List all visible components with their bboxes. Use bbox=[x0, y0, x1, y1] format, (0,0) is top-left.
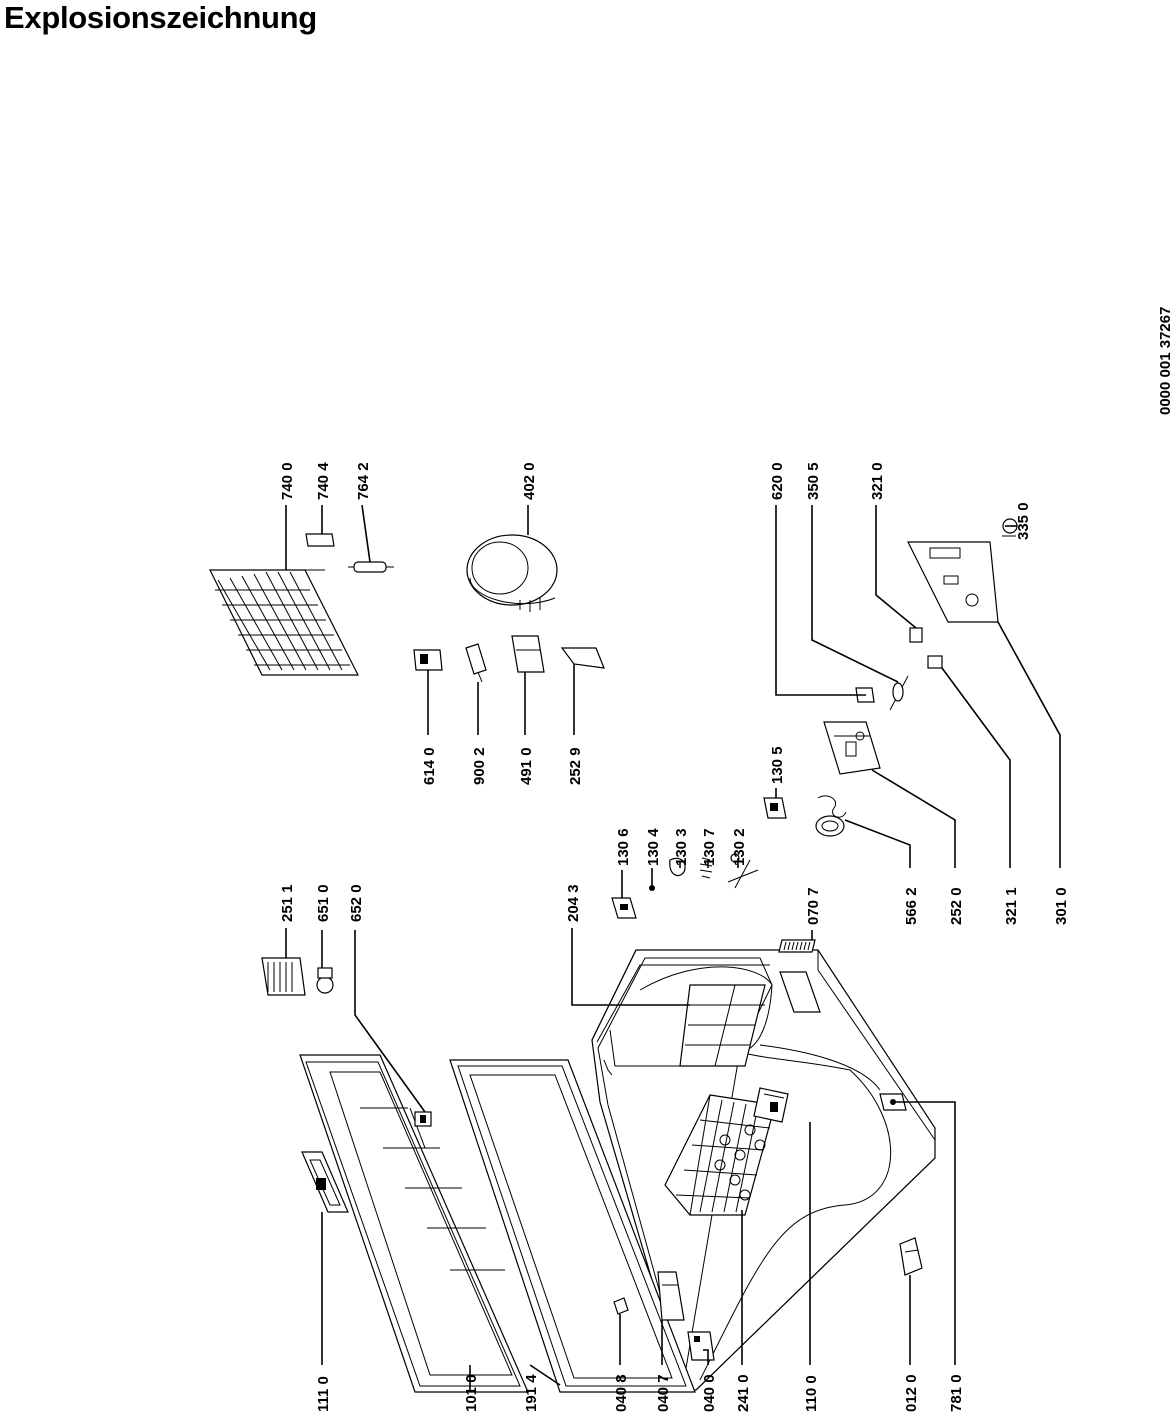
part-2529 bbox=[560, 647, 605, 669]
callout-7642: 764 2 bbox=[355, 462, 372, 500]
callout-0407: 040 7 bbox=[655, 1374, 672, 1412]
part-7810 bbox=[879, 1093, 907, 1111]
callout-2511: 251 1 bbox=[279, 884, 296, 922]
callout-2043: 204 3 bbox=[565, 884, 582, 922]
page-title: Explosionszeichnung bbox=[4, 0, 317, 35]
part-7404 bbox=[305, 533, 335, 547]
callout-2529: 252 9 bbox=[567, 747, 584, 785]
callout-1305: 130 5 bbox=[769, 746, 786, 784]
part-3211 bbox=[927, 655, 943, 669]
lid bbox=[299, 1054, 529, 1393]
callout-0120: 012 0 bbox=[903, 1374, 920, 1412]
part-0400 bbox=[687, 1331, 715, 1361]
callout-3210: 321 0 bbox=[869, 462, 886, 500]
callout-2520: 252 0 bbox=[948, 887, 965, 925]
callout-3505: 350 5 bbox=[805, 462, 822, 500]
callout-1010: 101 0 bbox=[463, 1374, 480, 1412]
callout-1100: 110 0 bbox=[803, 1375, 820, 1412]
callout-7400: 740 0 bbox=[279, 462, 296, 500]
part-3210 bbox=[909, 627, 923, 643]
part-1304 bbox=[649, 885, 655, 891]
callout-1306: 130 6 bbox=[615, 828, 632, 866]
part-6510 bbox=[316, 967, 334, 994]
callout-6520: 652 0 bbox=[348, 884, 365, 922]
compressor bbox=[466, 534, 558, 612]
callout-1304: 130 4 bbox=[645, 828, 662, 866]
divider-shelf bbox=[609, 984, 766, 1067]
callout-0408: 040 8 bbox=[613, 1374, 630, 1412]
part-1302 bbox=[727, 853, 759, 889]
leader-lines bbox=[285, 504, 1061, 1392]
part-1100 bbox=[753, 1087, 789, 1123]
part-9002 bbox=[465, 643, 487, 683]
control-panel bbox=[907, 541, 999, 623]
callout-6510: 651 0 bbox=[315, 884, 332, 922]
callout-7810: 781 0 bbox=[948, 1374, 965, 1412]
callout-3350: 335 0 bbox=[1015, 502, 1032, 540]
callout-6140: 614 0 bbox=[421, 747, 438, 785]
document-number: 0000 001 37267 bbox=[1157, 307, 1174, 415]
part-1110 bbox=[301, 1151, 349, 1213]
part-6140 bbox=[413, 649, 443, 671]
part-0120 bbox=[899, 1237, 923, 1276]
callout-1914: 191 4 bbox=[523, 1374, 540, 1412]
callout-4020: 402 0 bbox=[521, 462, 538, 500]
callout-1302: 130 2 bbox=[731, 828, 748, 866]
callout-0707: 070 7 bbox=[805, 887, 822, 925]
part-1307 bbox=[699, 857, 713, 879]
part-5662 bbox=[815, 795, 847, 837]
part-0707 bbox=[778, 939, 816, 953]
part-4910 bbox=[511, 635, 545, 673]
part-1306 bbox=[611, 897, 637, 919]
part-0408 bbox=[613, 1297, 629, 1315]
callout-4910: 491 0 bbox=[518, 747, 535, 785]
callout-3211: 321 1 bbox=[1003, 887, 1020, 925]
callout-7404: 740 4 bbox=[315, 462, 332, 500]
callout-1303: 130 3 bbox=[673, 828, 690, 866]
part-3505 bbox=[889, 675, 909, 711]
part-2520 bbox=[823, 721, 881, 775]
callout-labels: 111 0 101 0 191 4 040 8 040 7 040 0 241 … bbox=[279, 462, 1070, 1412]
condenser bbox=[209, 569, 359, 676]
part-1303 bbox=[669, 857, 686, 877]
callout-0400: 040 0 bbox=[701, 1374, 718, 1412]
part-0407 bbox=[657, 1271, 685, 1321]
callout-1110: 111 0 bbox=[315, 1376, 332, 1412]
part-2511 bbox=[261, 957, 306, 996]
callout-5662: 566 2 bbox=[903, 887, 920, 925]
callout-9002: 900 2 bbox=[471, 747, 488, 785]
part-1305 bbox=[763, 797, 787, 819]
callout-6200: 620 0 bbox=[769, 462, 786, 500]
callout-1307: 130 7 bbox=[701, 828, 718, 866]
callout-2410: 241 0 bbox=[735, 1374, 752, 1412]
lid-gasket bbox=[449, 1059, 696, 1393]
part-7642 bbox=[348, 561, 394, 573]
callout-3010: 301 0 bbox=[1053, 887, 1070, 925]
